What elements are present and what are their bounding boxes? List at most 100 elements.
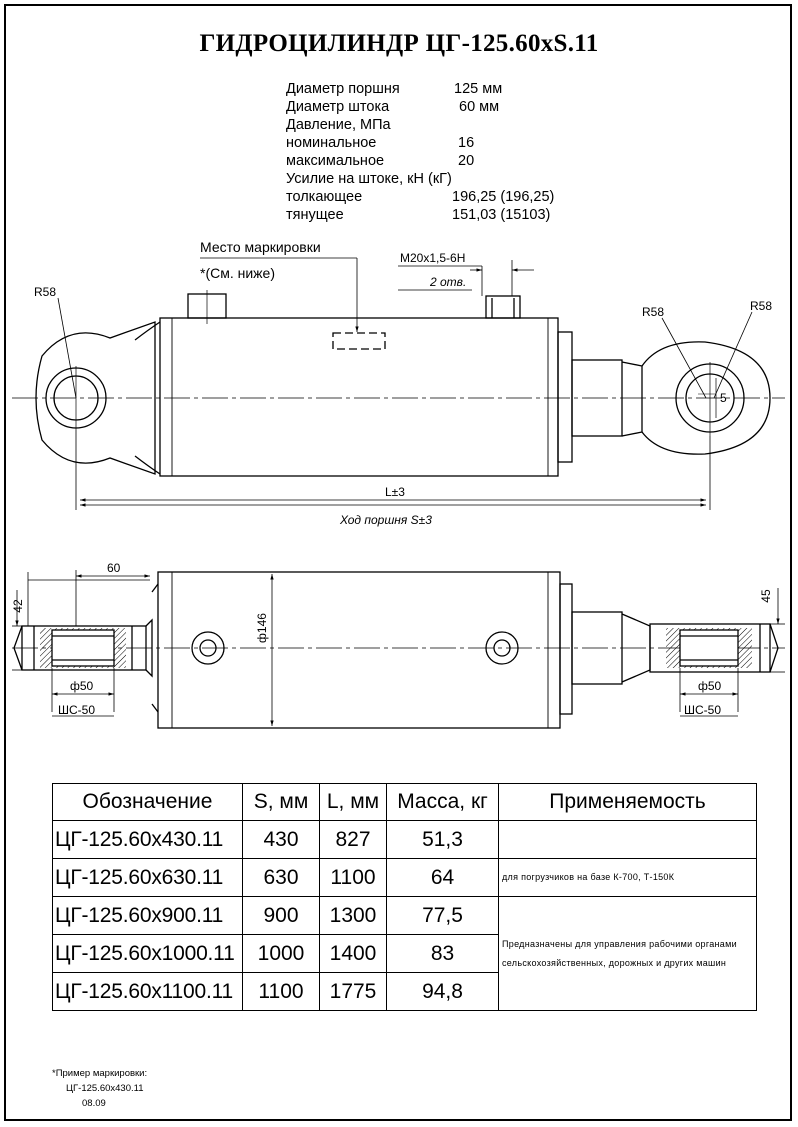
header-designation: Обозначение [52,783,243,821]
r58-right-label-b: R58 [750,299,772,313]
dim-45-label: 45 [759,589,773,603]
spec-label: максимальное [286,153,385,169]
cell-mass: 64 [386,858,499,897]
cell-stroke: 1100 [242,972,320,1011]
cell-length: 1775 [319,972,387,1011]
header-applicability: Применяемость [498,783,757,821]
table-row: ЦГ-125.60х630.11 630 1100 64 для погрузч… [52,858,757,897]
bearing-right-label: ШС-50 [684,703,721,717]
top-view [12,257,785,510]
cell-length: 1300 [319,896,387,935]
spec-value: 125 мм [454,81,503,97]
spec-value: 16 [458,135,475,151]
gland-side [559,583,573,715]
header-length: L, мм [319,783,387,821]
dim-50-left-label: ф50 [70,679,94,693]
cell-designation: ЦГ-125.60х900.11 [52,896,243,935]
dim-60-label: 60 [107,561,121,575]
piston-rod-side [571,611,623,685]
dim-50-right-label: ф50 [698,679,722,693]
table-header-row: Обозначение S, мм L, мм Масса, кг Примен… [52,783,757,821]
left-eye-end [13,625,23,671]
cell-applicability [498,820,757,859]
table-row: ЦГ-125.60х1100.11 1100 1775 94,8 [52,972,757,1011]
cell-applicability: для погрузчиков на базе К-700, Т-150К [498,858,757,897]
bearing-left-label: ШС-50 [58,703,95,717]
dim-stroke-label: Ход поршня S±3 [339,513,432,527]
cell-applicability: Предназначены для управления рабочими ор… [498,896,757,1011]
cylinder-barrel-side [157,571,561,729]
cell-designation: ЦГ-125.60х1000.11 [52,934,243,973]
marking-note-label: *(См. ниже) [200,265,275,281]
cell-designation: ЦГ-125.60х430.11 [52,820,243,859]
spec-label: Усилие на штоке, кН (кГ) [286,171,452,187]
right-eye-end [769,623,779,673]
right-eye-section [649,623,771,673]
footnote-line: *Пример маркировки: [52,1068,148,1079]
port-left-side [191,631,225,665]
barrel-chamfer [151,583,159,713]
cell-stroke: 630 [242,858,320,897]
cell-length: 1400 [319,934,387,973]
spec-label: Диаметр штока [286,99,390,115]
header-stroke: S, мм [242,783,320,821]
dim-5-label: 5 [720,391,727,405]
footnote-line: 08.09 [82,1098,106,1109]
r58-right-leader [661,317,707,399]
left-eye-section [21,625,147,671]
r58-left-label: R58 [34,285,56,299]
drawing-sheet-frame [4,4,792,1121]
r58-right-leader [713,311,753,399]
spec-label: Давление, МПа [286,117,391,133]
cell-mass: 51,3 [386,820,499,859]
spec-value: 60 мм [459,99,500,115]
cylinder-barrel [159,317,559,477]
cell-stroke: 1000 [242,934,320,973]
table-row: ЦГ-125.60х430.11 430 827 51,3 [52,820,757,859]
gland [557,331,573,463]
spec-label: толкающее [286,189,363,205]
dim-L-label: L±3 [385,485,405,499]
cell-mass: 94,8 [386,972,499,1011]
header-mass: Масса, кг [386,783,499,821]
marking-example-note: *Пример маркировки: ЦГ-125.60х430.11 08.… [52,1066,147,1111]
cell-designation: ЦГ-125.60х1100.11 [52,972,243,1011]
left-neck-curve [134,455,161,475]
holes-label: 2 отв. [429,275,466,289]
right-eye-outline [641,341,771,455]
cell-length: 827 [319,820,387,859]
bottom-view [12,570,785,729]
cell-length: 1100 [319,858,387,897]
left-neck-curve [134,321,161,341]
thread-label: М20х1,5-6Н [400,251,465,265]
cell-mass: 77,5 [386,896,499,935]
port-right [485,295,521,319]
port-right-side-inner [493,639,511,657]
drawing-title: ГИДРОЦИЛИНДР ЦГ-125.60хS.11 [199,30,599,57]
left-neck [145,618,153,678]
marking-place-label: Место маркировки [200,239,321,255]
spec-value: 196,25 (196,25) [452,189,555,205]
cell-stroke: 430 [242,820,320,859]
cell-stroke: 900 [242,896,320,935]
table-row: ЦГ-125.60х900.11 900 1300 77,5 Предназна… [52,896,757,1011]
dim-42-label: 42 [11,599,25,613]
variants-table: Обозначение S, мм L, мм Масса, кг Примен… [52,783,757,1011]
spec-label: Диаметр поршня [286,81,400,97]
r58-right-label-a: R58 [642,305,664,319]
marking-place-box [332,332,386,350]
port-left-side-inner [199,639,217,657]
rod-taper [621,361,643,437]
piston-rod [571,359,623,437]
cell-designation: ЦГ-125.60х630.11 [52,858,243,897]
cylinder-drawing: Место маркировки *(См. ниже) М20х1,5-6Н … [11,239,785,729]
spec-label: тянущее [286,207,344,223]
left-eye-outline [35,321,156,475]
cell-mass: 83 [386,934,499,973]
spec-value: 20 [458,153,475,169]
spec-label: номинальное [286,135,377,151]
footnote-line: ЦГ-125.60х430.11 [66,1083,144,1094]
port-right-side [485,631,519,665]
dim-146-label: ф146 [255,613,269,643]
r58-left-leader [57,297,77,399]
